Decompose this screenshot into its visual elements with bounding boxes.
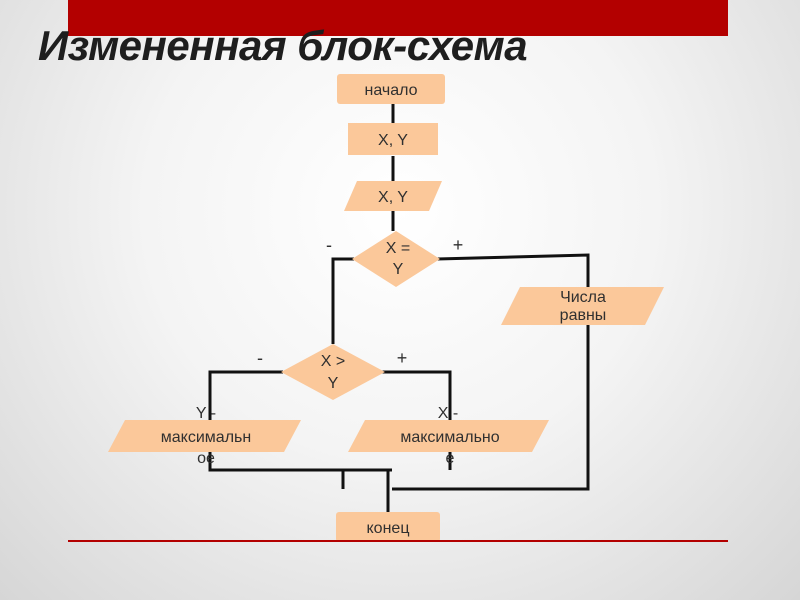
y-max-line1: Y -: [196, 405, 216, 422]
y-max-line3: ое: [197, 450, 215, 467]
y-max-line2: максимальн: [161, 429, 251, 446]
end-terminal: [336, 512, 440, 542]
connector-eq-yes: [392, 253, 590, 491]
x-max-output-parallelogram: [348, 420, 549, 452]
start-label: начало: [364, 82, 417, 99]
greater-label-line1: X >: [321, 353, 345, 370]
greater-decision: [281, 344, 385, 400]
input-parallelogram: [344, 181, 442, 211]
y-max-output-parallelogram: [108, 420, 301, 452]
equality-label-line1: X =: [386, 240, 410, 257]
greater-label-line2: Y: [328, 375, 339, 392]
x-max-line1: X -: [438, 405, 458, 422]
equality-decision: [352, 231, 440, 287]
end-label: конец: [367, 520, 410, 537]
start-terminal: [337, 74, 445, 104]
greater-yes-sign: +: [397, 348, 408, 368]
input-label: X, Y: [378, 189, 408, 206]
equality-label-line2: Y: [393, 261, 404, 278]
declare-label: X, Y: [378, 132, 408, 149]
equal-output-parallelogram: [501, 287, 664, 325]
equal-output-line2: равны: [560, 307, 607, 324]
equality-no-sign: -: [326, 235, 332, 255]
greater-no-sign: -: [257, 348, 263, 368]
top-accent-bar: [68, 0, 728, 36]
x-max-line2: максимально: [400, 429, 499, 446]
declare-block: [348, 123, 438, 155]
equal-output-line1: Числа: [560, 289, 606, 306]
equality-yes-sign: +: [453, 235, 464, 255]
bottom-accent-rule: [68, 540, 728, 542]
connector-eq-no: [331, 257, 354, 344]
slide-title: Измененная блок-схема: [38, 22, 528, 69]
x-max-line3: е: [446, 450, 455, 467]
